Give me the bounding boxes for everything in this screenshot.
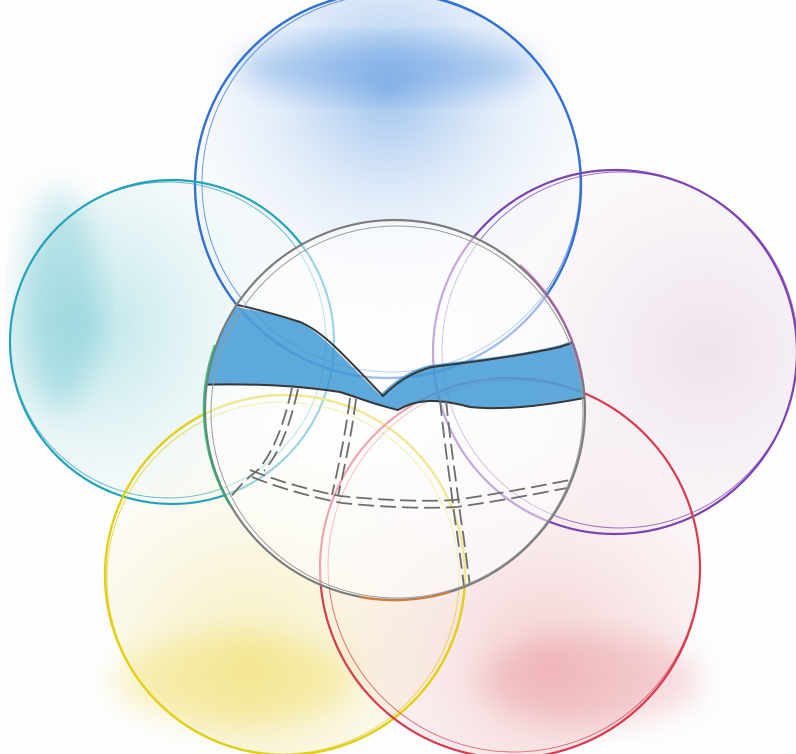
watercolor-venn-flower bbox=[0, 0, 796, 754]
paper-texture bbox=[0, 0, 796, 754]
